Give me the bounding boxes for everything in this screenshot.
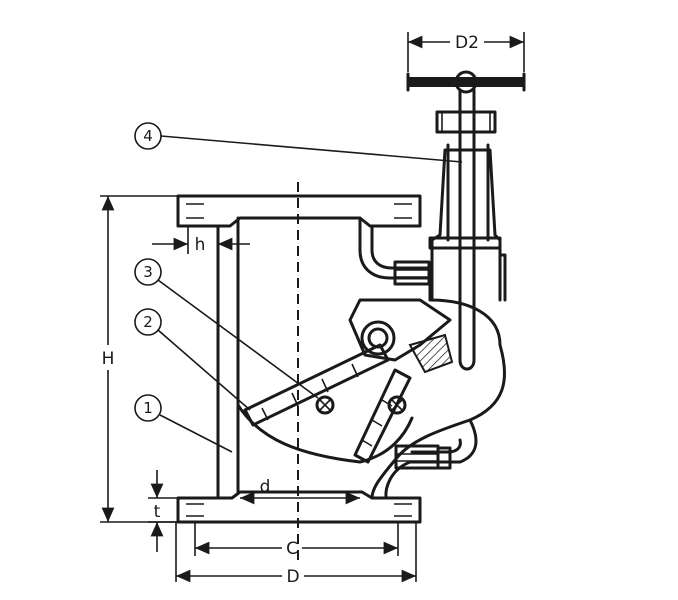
thickness-label: t: [154, 502, 161, 522]
callout-4: 4: [134, 122, 463, 163]
arm-bolt: [315, 395, 335, 415]
outer-diameter-label: D: [286, 567, 299, 587]
callout-2: 2: [134, 308, 251, 411]
disc-bolt: [387, 395, 407, 415]
h-flange-label: h: [195, 235, 206, 255]
disc-bolt-cross: [390, 398, 404, 412]
callout-1: 1: [134, 394, 233, 453]
bore-label: d: [260, 477, 271, 497]
dimension-d2: D2: [407, 32, 525, 72]
top-flange-bolt-right: [394, 203, 412, 219]
height-label: H: [102, 349, 115, 369]
callout-2-label: 2: [143, 313, 153, 331]
bottom-flange-bolt-right: [394, 503, 412, 517]
callout-4-label: 4: [143, 127, 153, 145]
callout-3: 3: [134, 258, 319, 399]
side-nut-lower: [394, 444, 440, 470]
stem-lower-bend: [458, 358, 476, 371]
outlet-pipe-inner: [410, 438, 462, 454]
swing-arm: [243, 343, 390, 427]
callout-3-label: 3: [143, 263, 153, 281]
inner-bowl: [236, 403, 414, 464]
hatched-wedge: [408, 333, 454, 374]
callout-3-circle: [134, 258, 162, 286]
side-nut-upper-lines: [395, 269, 429, 278]
handwheel: [406, 70, 526, 94]
dimension-h-flange: h: [152, 226, 250, 255]
bonnet-stem: [428, 88, 507, 371]
disc-assembly: [243, 298, 454, 464]
dimension-outer-diameter: D: [175, 522, 417, 587]
gland-bolts: [441, 112, 491, 132]
side-bolt-lower: [436, 446, 452, 470]
arm-bolt-cross: [318, 398, 332, 412]
stem: [458, 88, 476, 362]
side-nut-lower-lines: [396, 453, 438, 462]
bonnet-neck: [446, 143, 490, 242]
handwheel-bar: [408, 77, 524, 87]
hinge-pin-outer: [360, 320, 396, 356]
gland: [435, 110, 497, 134]
outlet-pipe: [384, 418, 478, 500]
callout-1-leader: [159, 414, 233, 453]
bolt-circle-label: C: [286, 539, 298, 559]
bonnet-guard: [498, 253, 507, 302]
dimension-height: H: [100, 195, 178, 523]
bonnet-flange: [428, 236, 502, 250]
callout-2-leader: [157, 329, 251, 411]
valve-body: [176, 194, 507, 524]
hinge-pin-inner: [367, 327, 389, 349]
handwheel-hub: [454, 70, 478, 94]
disc-plate: [353, 368, 412, 464]
hinge-block: [348, 298, 452, 362]
dimension-bore: d: [240, 477, 360, 505]
side-nut-upper: [393, 260, 431, 286]
bottom-flange-bolt-left: [186, 503, 204, 517]
swing-arm-hatch: [261, 363, 359, 421]
top-flange-bolt-left: [186, 203, 204, 219]
d2-label: D2: [455, 33, 479, 53]
callout-4-leader: [160, 135, 463, 163]
callout-2-circle: [134, 308, 162, 336]
dimension-bolt-circle: C: [194, 522, 399, 559]
body-right-inner: [370, 224, 432, 270]
dimension-thickness: t: [148, 470, 178, 552]
bonnet-body: [430, 148, 502, 302]
callout-3-leader: [157, 279, 319, 399]
callout-1-label: 1: [143, 399, 153, 417]
callout-1-circle: [134, 394, 162, 422]
